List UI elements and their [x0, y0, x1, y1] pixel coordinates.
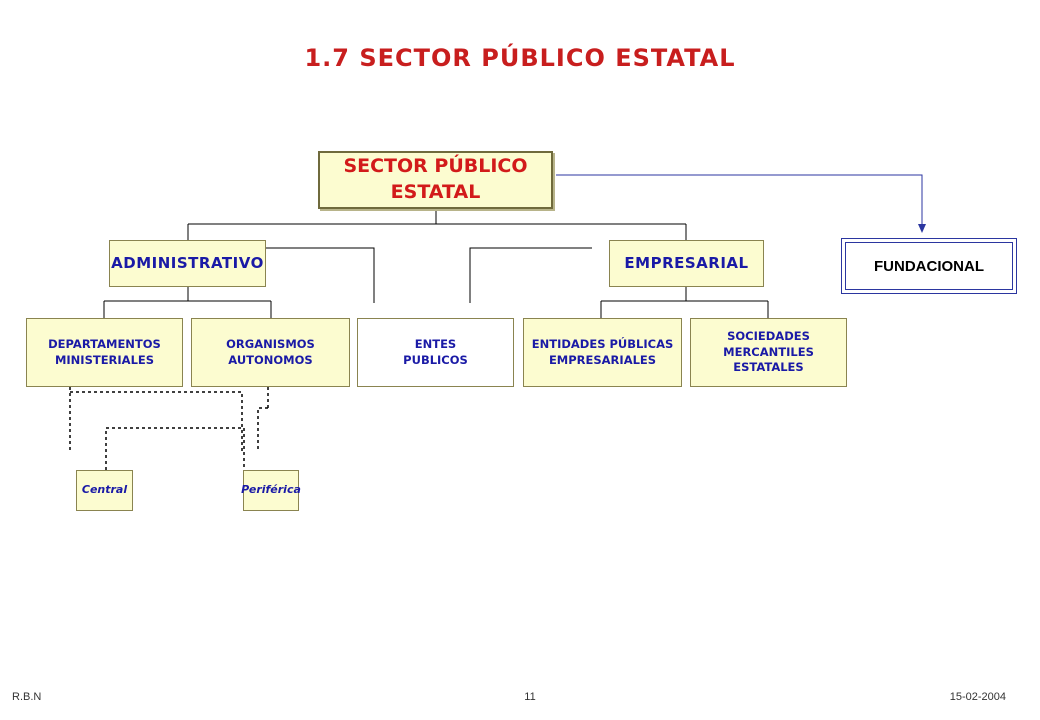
node-organismos-line1: ORGANISMOS [226, 336, 315, 351]
node-organismos-line2: AUTONOMOS [228, 352, 313, 367]
node-periferica: Periférica [241, 470, 301, 511]
node-sector-publico-estatal: SECTOR PÚBLICO ESTATAL [318, 151, 553, 209]
node-fundacional: FUNDACIONAL [841, 238, 1017, 294]
footer-page-number: 11 [524, 691, 536, 703]
page-title: 1.7 SECTOR PÚBLICO ESTATAL [304, 44, 736, 72]
connector-to-fundacional [556, 174, 926, 233]
dashed-connectors [69, 387, 269, 470]
node-entes-line2: PUBLICOS [403, 352, 468, 367]
node-entidades-line2: EMPRESARIALES [548, 352, 657, 367]
node-sociedades-line2: ESTATALES [733, 360, 804, 375]
node-empresarial: EMPRESARIAL [609, 240, 764, 287]
node-entidades-publicas-empresariales: ENTIDADES PÚBLICAS EMPRESARIALES [523, 318, 682, 387]
node-entes-line1: ENTES [414, 336, 457, 351]
node-administrativo: ADMINISTRATIVO [109, 240, 266, 287]
node-sociedades-line1: SOCIEDADES MERCANTILES [723, 329, 814, 359]
node-fundacional-label: FUNDACIONAL [845, 242, 1013, 290]
node-departamentos-line1: DEPARTAMENTOS [48, 336, 161, 351]
connector-entes-left [266, 247, 375, 303]
node-entes-publicos: ENTES PUBLICOS [357, 318, 514, 387]
node-departamentos-ministeriales: DEPARTAMENTOS MINISTERIALES [26, 318, 183, 387]
node-organismos-autonomos: ORGANISMOS AUTONOMOS [191, 318, 350, 387]
footer-date: 15-02-2004 [949, 691, 1006, 703]
connector-entes-right [469, 247, 592, 303]
node-entidades-line1: ENTIDADES PÚBLICAS [531, 336, 674, 351]
node-sociedades-mercantiles-estatales: SOCIEDADES MERCANTILES ESTATALES [690, 318, 847, 387]
footer-author: R.B.N [12, 691, 42, 703]
node-departamentos-line2: MINISTERIALES [54, 352, 155, 367]
node-central: Central [76, 470, 133, 511]
